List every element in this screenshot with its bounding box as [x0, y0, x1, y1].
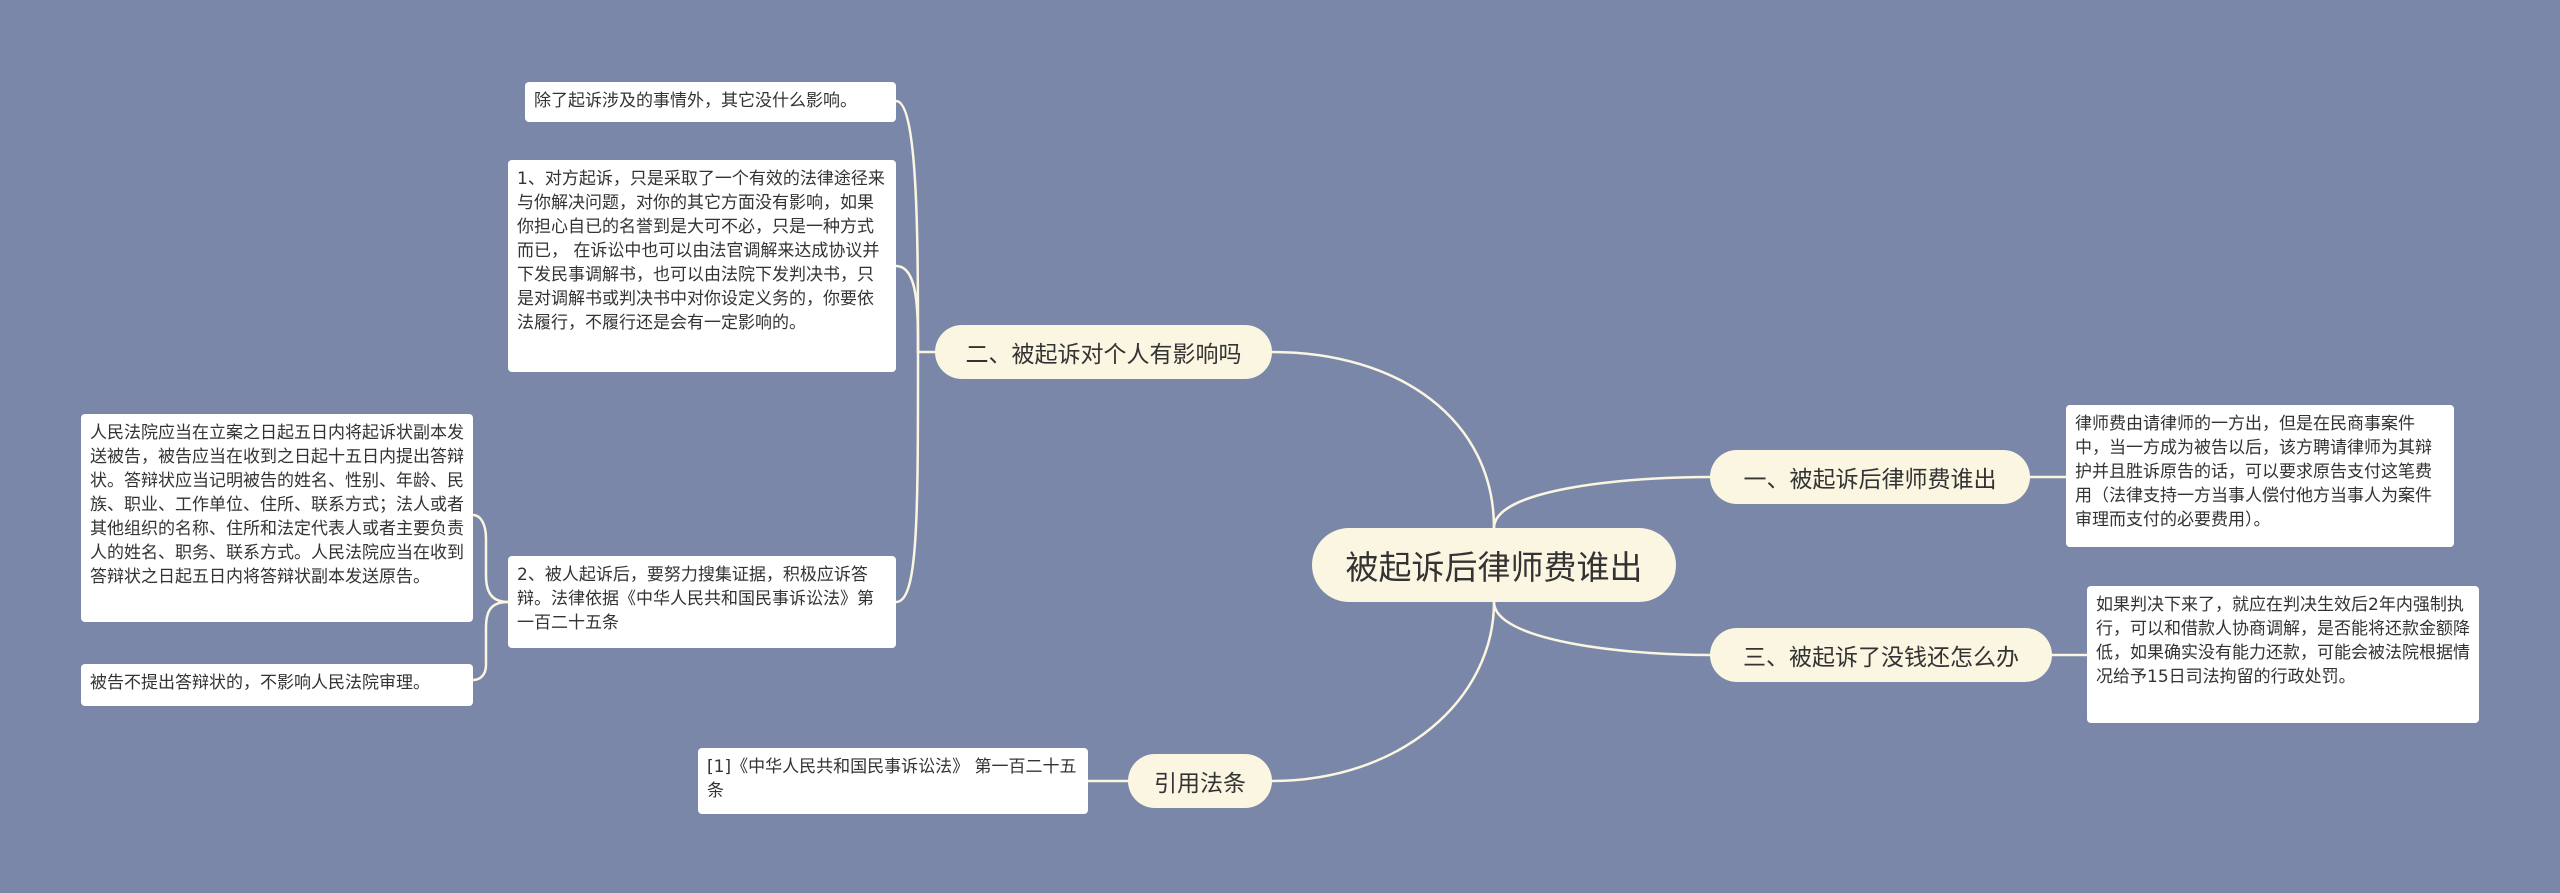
connector-branch-2-to-note-3 — [894, 350, 920, 604]
connector-branch-2-to-note-2 — [894, 264, 920, 354]
connector-branch-2-to-note-1 — [894, 99, 920, 354]
branch-node-3[interactable]: 三、被起诉了没钱还怎么办 — [1710, 628, 2052, 682]
branch-node-4[interactable]: 引用法条 — [1128, 754, 1272, 808]
note-fee-payer: 律师费由请律师的一方出，但是在民商事案件中，当一方成为被告以后，该方聘请律师为其… — [2066, 405, 2454, 547]
note-filing-procedure: 人民法院应当在立案之日起五日内将起诉状副本发送被告，被告应当在收到之日起十五日内… — [81, 414, 473, 622]
root-node[interactable]: 被起诉后律师费谁出 — [1312, 528, 1676, 602]
note-cited-law: [1]《中华人民共和国民事诉讼法》 第一百二十五条 — [698, 748, 1088, 814]
connector-root-to-branch-4 — [1270, 600, 1496, 783]
note-no-money-to-repay: 如果判决下来了，就应在判决生效后2年内强制执行，可以和借款人协商调解，是否能将还… — [2087, 586, 2479, 723]
connector-note-3-to-sub-1 — [471, 513, 510, 604]
branch-node-2[interactable]: 二、被起诉对个人有影响吗 — [935, 325, 1272, 379]
note-no-other-impact: 除了起诉涉及的事情外，其它没什么影响。 — [525, 82, 896, 122]
note-lawsuit-impact: 1、对方起诉，只是采取了一个有效的法律途径来与你解决问题，对你的其它方面没有影响… — [508, 160, 896, 372]
connector-root-to-branch-1 — [1492, 475, 1712, 530]
connector-note-3-to-sub-2 — [471, 600, 510, 682]
connector-root-to-branch-2 — [1270, 350, 1496, 530]
connector-root-to-branch-3 — [1492, 600, 1712, 657]
note-respond-to-lawsuit: 2、被人起诉后，要努力搜集证据，积极应诉答辩。法律依据《中华人民共和国民事诉讼法… — [508, 556, 896, 648]
branch-node-1[interactable]: 一、被起诉后律师费谁出 — [1710, 450, 2030, 504]
note-no-defense-statement: 被告不提出答辩状的，不影响人民法院审理。 — [81, 664, 473, 706]
